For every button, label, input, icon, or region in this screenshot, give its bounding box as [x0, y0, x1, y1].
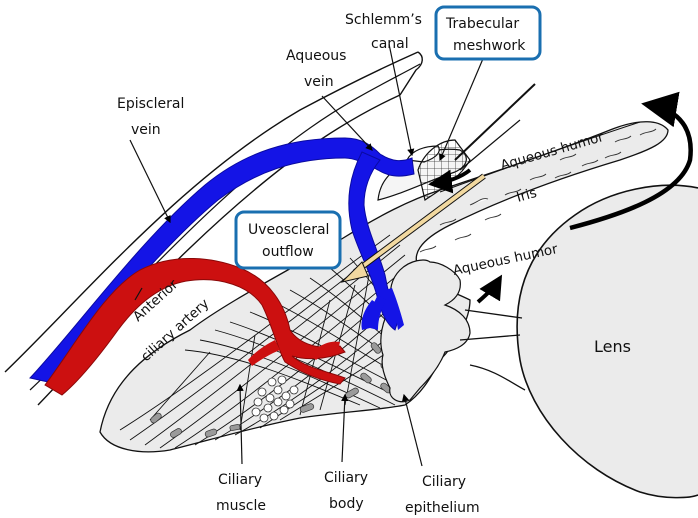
ciliary-body-label-line1: Ciliary — [324, 470, 368, 486]
ciliary-epithelium-label-line2: epithelium — [405, 500, 480, 516]
lens-label: Lens — [594, 337, 631, 356]
uveoscleral-label-line1: Uveoscleral — [248, 222, 329, 238]
ciliary-body-label-line2: body — [329, 496, 364, 512]
aqueous-vein-label-line2: vein — [304, 74, 334, 90]
ciliary-processes — [381, 260, 470, 402]
aqueous-flow-arrow-ciliary — [478, 278, 500, 302]
zonule-fibers — [460, 310, 525, 390]
episcleral-vein-label-line2: vein — [131, 122, 161, 138]
schlemms-canal-label-line2: canal — [371, 36, 409, 52]
ciliary-muscle-label-line1: Ciliary — [218, 472, 262, 488]
ciliary-muscle-label-line2: muscle — [216, 498, 266, 514]
uveoscleral-label-line2: outflow — [262, 244, 314, 260]
schlemms-canal-label-line1: Schlemm’s — [345, 12, 422, 28]
aqueous-vein-label-line1: Aqueous — [286, 48, 346, 64]
trabecular-label-line2: meshwork — [453, 38, 526, 54]
episcleral-vein-label-line1: Episcleral — [117, 96, 184, 112]
trabecular-label-line1: Trabecular — [445, 16, 519, 32]
ciliary-epithelium-label-line1: Ciliary — [422, 474, 466, 490]
